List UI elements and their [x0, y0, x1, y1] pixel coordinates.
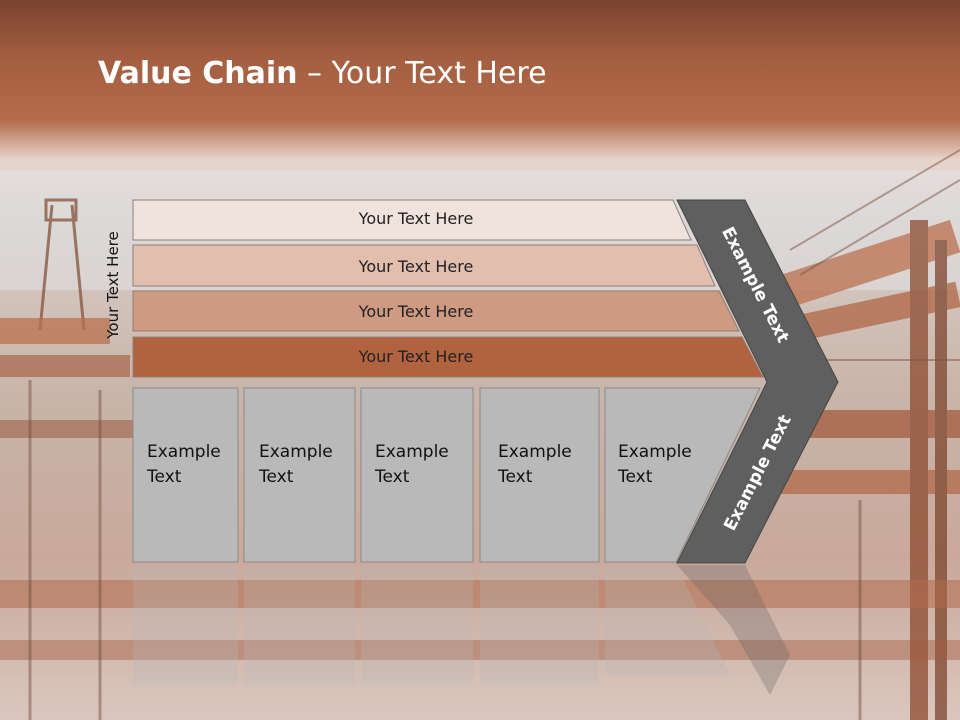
box-4-label: Example Text — [498, 442, 572, 487]
band-4-label: Your Text Here — [358, 347, 474, 366]
reflection-shapes — [133, 565, 790, 695]
box-2 — [243, 387, 356, 563]
band-1-label: Your Text Here — [358, 209, 474, 228]
band-3 — [132, 290, 740, 332]
page-title: Value Chain – Your Text Here — [98, 56, 547, 91]
box-2-label: Example Text — [259, 442, 333, 487]
box-1 — [132, 387, 239, 563]
box-5-label: Example Text — [618, 442, 692, 487]
band-3-label: Your Text Here — [358, 302, 474, 321]
box-3 — [360, 387, 474, 563]
chevron-arrow — [676, 199, 839, 564]
box-5 — [604, 387, 761, 563]
box-1-label: Example Text — [147, 442, 221, 487]
diagram-reflection — [130, 565, 850, 720]
box-3-label: Example Text — [375, 442, 449, 487]
band-4 — [132, 336, 764, 378]
band-2 — [132, 244, 716, 287]
box-4 — [479, 387, 600, 563]
band-1 — [132, 199, 692, 241]
band-2-label: Your Text Here — [358, 257, 474, 276]
